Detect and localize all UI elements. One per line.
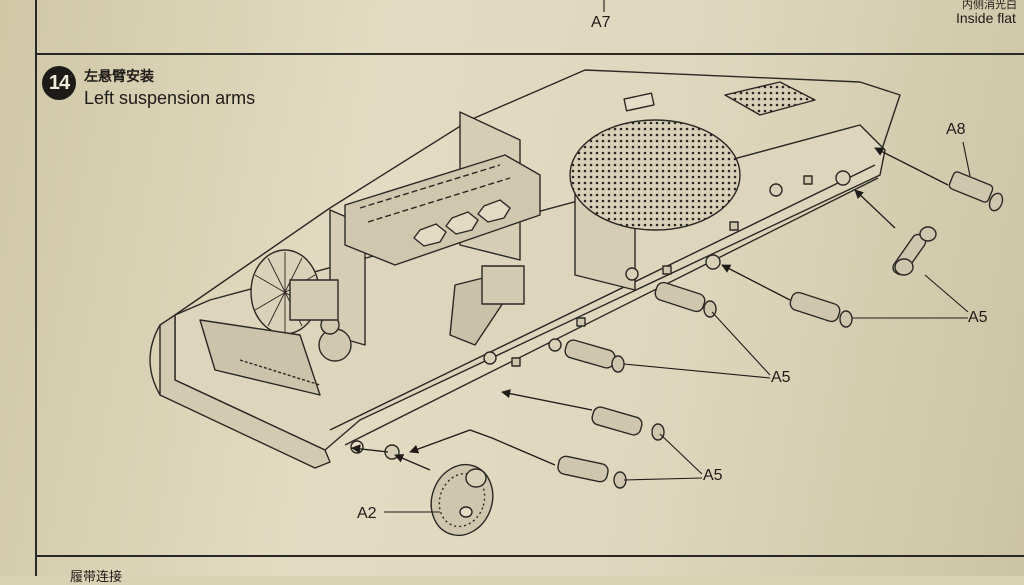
- exhaust-manifold: [413, 199, 511, 247]
- part-a5-arm-5: [557, 455, 627, 489]
- hull-lower-skirt: [159, 314, 331, 469]
- step-number-badge: 14: [42, 66, 76, 100]
- gear-large: [318, 328, 352, 362]
- leader-a5-mid-2: [623, 363, 771, 379]
- part-a5-arm-2: [654, 281, 717, 318]
- hull-front-nose: [149, 324, 161, 396]
- callout-label-a5-middle: A5: [771, 369, 791, 386]
- engine-cylinders: [359, 164, 511, 223]
- bump-stops: [511, 175, 813, 367]
- arrow-a5-arm-4: [501, 389, 593, 411]
- callout-label-a2: A2: [357, 505, 377, 522]
- part-a2-idler-wheel: [430, 463, 494, 537]
- leader-a5-low-2: [623, 477, 703, 481]
- left-margin-line: [35, 0, 37, 576]
- leader-a5-mid-1: [711, 311, 771, 376]
- part-a5-arm-4: [591, 406, 665, 441]
- leader-a8: [962, 141, 971, 177]
- round-engine-grille: [569, 119, 741, 231]
- arrow-a8: [874, 147, 949, 186]
- side-rail-upper: [329, 164, 876, 431]
- side-rail-lower: [344, 177, 879, 446]
- leader-a5-right-1: [924, 274, 969, 313]
- hull-top-outline: [174, 69, 901, 316]
- suspension-mounts: [483, 170, 851, 365]
- seat-box: [481, 265, 525, 305]
- part-a5-crank-arm: [892, 226, 937, 276]
- callout-label-a8: A8: [946, 121, 966, 138]
- top-part-label-a7: A7: [591, 14, 611, 31]
- arrow-a2-hole: [351, 444, 389, 454]
- top-paint-note-en: Inside flat: [956, 10, 1016, 26]
- arrow-a5-arm-1: [721, 264, 791, 301]
- top-divider-line: [35, 53, 1024, 55]
- arrow-a5-crank: [854, 189, 896, 229]
- top-paint-note-cn: 内侧消光白: [962, 0, 1017, 11]
- callout-label-a5-lower: A5: [703, 467, 723, 484]
- part-a5-arm-3: [564, 339, 625, 373]
- gearbox: [289, 279, 339, 321]
- idler-hole: [350, 440, 364, 454]
- track-link-row: [239, 359, 321, 386]
- bottom-divider-line: [35, 555, 1024, 557]
- part-a8-shock: [948, 171, 1004, 212]
- hatch-plate: [623, 92, 655, 112]
- step-title-en: Left suspension arms: [84, 88, 256, 108]
- leader-a5-low-1: [659, 433, 703, 475]
- arrow-a2: [394, 454, 431, 471]
- arrow-a5-arm-5: [409, 429, 556, 466]
- step-title-cn: 左悬臂安装: [84, 68, 154, 84]
- square-vent-grille: [724, 81, 816, 116]
- callout-label-a5-right: A5: [968, 309, 988, 326]
- engine-block: [344, 154, 541, 266]
- part-a5-arm-1: [789, 291, 853, 328]
